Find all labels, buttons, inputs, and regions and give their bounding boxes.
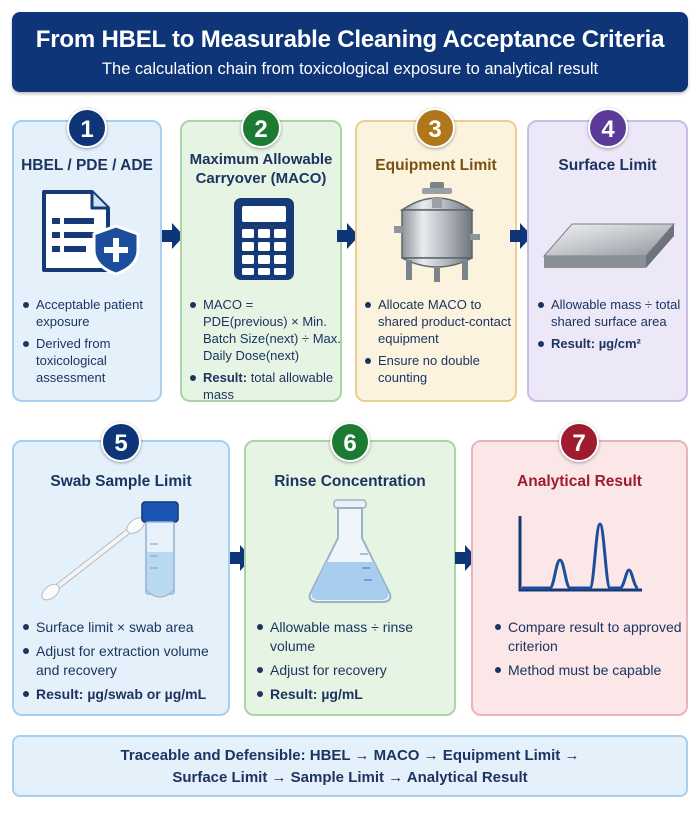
- document-shield-icon: [38, 188, 142, 281]
- bullet: Result: µg/mL: [256, 685, 452, 704]
- step-bullets-analytical: Compare result to approved criterion Met…: [494, 618, 686, 685]
- step-number-badge-3: 3: [415, 108, 455, 148]
- step-card-swab: [12, 440, 230, 716]
- page-title: From HBEL to Measurable Cleaning Accepta…: [35, 26, 665, 53]
- step-title-hbel: HBEL / PDE / ADE: [21, 157, 153, 174]
- bullet: Method must be capable: [494, 661, 686, 680]
- arrow-right-icon: [229, 543, 253, 578]
- steel-tank-icon: [392, 180, 482, 289]
- swab-and-tube-icon: [34, 500, 194, 609]
- step-bullets-rinse: Allowable mass ÷ rinse volume Adjust for…: [256, 618, 452, 709]
- bullet: Surface limit × swab area: [22, 618, 228, 637]
- page-subtitle: The calculation chain from toxicological…: [101, 60, 599, 78]
- step-title-equipment: Equipment Limit: [375, 157, 497, 174]
- bullet: Ensure no double counting: [364, 352, 514, 386]
- arrow-right-icon: [454, 543, 478, 578]
- step-number-badge-4: 4: [588, 108, 628, 148]
- bullet: Result: total allowable mass: [189, 369, 341, 403]
- header-banner: From HBEL to Measurable Cleaning Accepta…: [12, 12, 688, 92]
- step-bullets-equipment: Allocate MACO to shared product-contact …: [364, 296, 514, 391]
- step-bullets-swab: Surface limit × swab area Adjust for ext…: [22, 618, 228, 709]
- step-bullets-surface: Allowable mass ÷ total shared surface ar…: [537, 296, 687, 357]
- step-card-analytical: [471, 440, 688, 716]
- step-title-analytical: Analytical Result: [517, 473, 642, 490]
- bullet: Allowable mass ÷ total shared surface ar…: [537, 296, 687, 330]
- step-bullets-maco: MACO = PDE(previous) × Min. Batch Size(n…: [189, 296, 341, 408]
- footer-summary: Traceable and Defensible: HBEL → MACO → …: [12, 735, 688, 797]
- bullet: Result: µg/cm²: [537, 335, 687, 352]
- bullet: Derived from toxicological assessment: [22, 335, 157, 386]
- erlenmeyer-flask-icon: [304, 498, 396, 613]
- arrow-right-icon: [161, 221, 185, 256]
- step-title-surface: Surface Limit: [558, 157, 657, 174]
- bullet: Adjust for recovery: [256, 661, 452, 680]
- step-card-rinse: [244, 440, 456, 716]
- step-number-badge-7: 7: [559, 422, 599, 462]
- bullet: Compare result to approved criterion: [494, 618, 686, 656]
- step-bullets-hbel: Acceptable patient exposure Derived from…: [22, 296, 157, 391]
- bullet: Adjust for extraction volume and recover…: [22, 642, 228, 680]
- step-title-rinse: Rinse Concentration: [274, 473, 426, 490]
- step-number-badge-1: 1: [67, 108, 107, 148]
- chromatogram-icon: [514, 512, 644, 601]
- step-number-badge-5: 5: [101, 422, 141, 462]
- arrow-right-icon: [509, 221, 533, 256]
- step-number-badge-6: 6: [330, 422, 370, 462]
- step-number-badge-2: 2: [241, 108, 281, 148]
- bullet: Allowable mass ÷ rinse volume: [256, 618, 452, 656]
- metal-plate-icon: [542, 220, 676, 279]
- bullet: Result: µg/swab or µg/mL: [22, 685, 228, 704]
- arrow-right-icon: [336, 221, 360, 256]
- step-title-swab: Swab Sample Limit: [50, 473, 192, 490]
- bullet: MACO = PDE(previous) × Min. Batch Size(n…: [189, 296, 341, 364]
- step-title-maco: Maximum Allowable Carryover (MACO): [189, 151, 333, 187]
- bullet: Acceptable patient exposure: [22, 296, 157, 330]
- calculator-icon: [232, 196, 296, 287]
- bullet: Allocate MACO to shared product-contact …: [364, 296, 514, 347]
